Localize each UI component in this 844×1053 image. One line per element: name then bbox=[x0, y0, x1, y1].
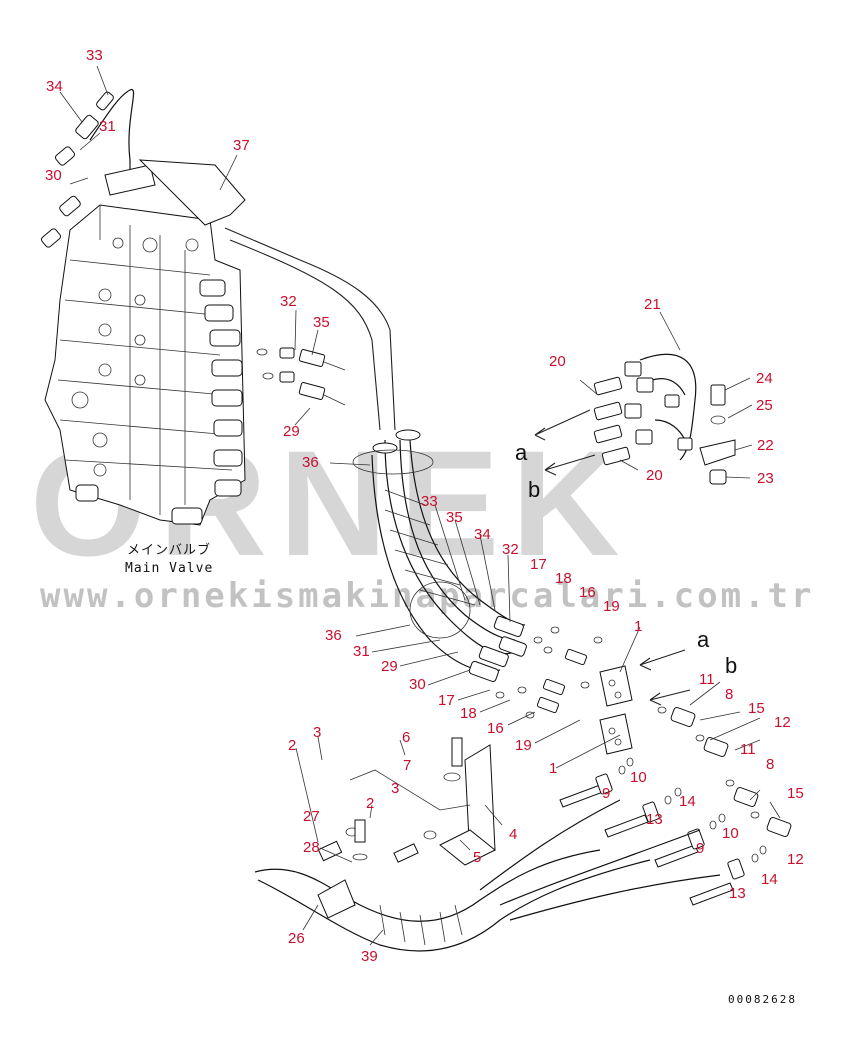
fittings-16-19 bbox=[495, 626, 603, 719]
label-15-b: 15 bbox=[787, 785, 804, 802]
letter-a-right: a bbox=[697, 627, 710, 652]
label-34-a: 34 bbox=[46, 78, 63, 95]
label-6: 6 bbox=[402, 729, 410, 746]
label-2-a: 2 bbox=[288, 737, 296, 754]
label-20-b: 20 bbox=[646, 467, 663, 484]
label-10-a: 10 bbox=[630, 769, 647, 786]
label-11-b: 11 bbox=[740, 741, 756, 758]
label-16-b: 16 bbox=[487, 720, 504, 737]
label-29-a: 29 bbox=[283, 423, 300, 440]
hose-bundle bbox=[352, 429, 527, 683]
label-30-b: 30 bbox=[409, 676, 426, 693]
label-17-b: 17 bbox=[438, 692, 455, 709]
label-13-b: 13 bbox=[729, 885, 746, 902]
label-36-b: 36 bbox=[325, 627, 342, 644]
drawing-code: 00082628 bbox=[728, 993, 797, 1006]
label-19-a: 19 bbox=[603, 598, 620, 615]
label-26: 26 bbox=[288, 930, 305, 947]
label-10-b: 10 bbox=[722, 825, 739, 842]
letter-b-right: b bbox=[725, 653, 737, 678]
label-12-a: 12 bbox=[774, 714, 791, 731]
label-32-a: 32 bbox=[280, 293, 297, 310]
label-2-b: 2 bbox=[366, 795, 374, 812]
top-fittings bbox=[75, 89, 396, 431]
fittings-8-15 bbox=[657, 706, 792, 837]
label-5: 5 bbox=[473, 849, 481, 866]
tubes-9-13 bbox=[559, 757, 767, 906]
label-14-b: 14 bbox=[761, 871, 778, 888]
label-34-b: 34 bbox=[474, 526, 491, 543]
label-8-a: 8 bbox=[725, 686, 733, 703]
label-1-a: 1 bbox=[634, 618, 642, 635]
label-21: 21 bbox=[644, 296, 661, 313]
label-16-a: 16 bbox=[579, 584, 596, 601]
blocks-1 bbox=[599, 665, 633, 755]
label-39: 39 bbox=[361, 948, 378, 965]
label-7: 7 bbox=[403, 757, 411, 774]
label-14-a: 14 bbox=[679, 793, 696, 810]
label-18-b: 18 bbox=[460, 705, 477, 722]
label-29-b: 29 bbox=[381, 658, 398, 675]
letter-b-top: b bbox=[528, 477, 540, 502]
label-25: 25 bbox=[756, 397, 773, 414]
label-33-b: 33 bbox=[421, 493, 438, 510]
view-letters: a b a b bbox=[515, 440, 737, 678]
label-24: 24 bbox=[756, 370, 773, 387]
label-37: 37 bbox=[233, 137, 250, 154]
label-13-a: 13 bbox=[646, 811, 663, 828]
bracket-and-bolts bbox=[317, 737, 496, 866]
label-33-a: 33 bbox=[86, 47, 103, 64]
letter-a-top: a bbox=[515, 440, 528, 465]
label-31-b: 31 bbox=[353, 643, 370, 660]
sensor-harness bbox=[593, 353, 736, 485]
lower-hose-bundle bbox=[254, 799, 721, 952]
label-12-b: 12 bbox=[787, 851, 804, 868]
main-valve-block bbox=[40, 146, 246, 526]
label-9-b: 9 bbox=[696, 840, 704, 857]
caption-english: Main Valve bbox=[125, 561, 213, 576]
label-8-b: 8 bbox=[766, 756, 774, 773]
label-18-a: 18 bbox=[555, 570, 572, 587]
label-4: 4 bbox=[509, 826, 517, 843]
label-15-a: 15 bbox=[748, 700, 765, 717]
label-35-a: 35 bbox=[313, 314, 330, 331]
label-28: 28 bbox=[303, 839, 320, 856]
label-20-a: 20 bbox=[549, 353, 566, 370]
label-36-a: 36 bbox=[302, 454, 319, 471]
label-35-b: 35 bbox=[446, 509, 463, 526]
fittings-32-35-29 bbox=[256, 347, 346, 406]
label-1-b: 1 bbox=[549, 760, 557, 777]
part-labels: 33 34 31 30 37 32 35 29 36 21 20 20 24 2… bbox=[45, 47, 804, 965]
label-19-b: 19 bbox=[515, 737, 532, 754]
label-3-a: 3 bbox=[313, 724, 321, 741]
caption-japanese: メインバルブ bbox=[127, 542, 211, 558]
label-9-a: 9 bbox=[602, 785, 610, 802]
label-17-a: 17 bbox=[530, 556, 547, 573]
label-27: 27 bbox=[303, 808, 320, 825]
label-31-a: 31 bbox=[99, 118, 116, 135]
label-11-a: 11 bbox=[699, 671, 715, 688]
label-23: 23 bbox=[757, 470, 774, 487]
label-30-a: 30 bbox=[45, 167, 62, 184]
arrows bbox=[534, 409, 691, 706]
leader-lines bbox=[59, 65, 781, 946]
label-3-b: 3 bbox=[391, 780, 399, 797]
label-32-b: 32 bbox=[502, 541, 519, 558]
watermark-url: www.ornekismakinaparcalari.com.tr bbox=[40, 576, 815, 616]
label-22: 22 bbox=[757, 437, 774, 454]
